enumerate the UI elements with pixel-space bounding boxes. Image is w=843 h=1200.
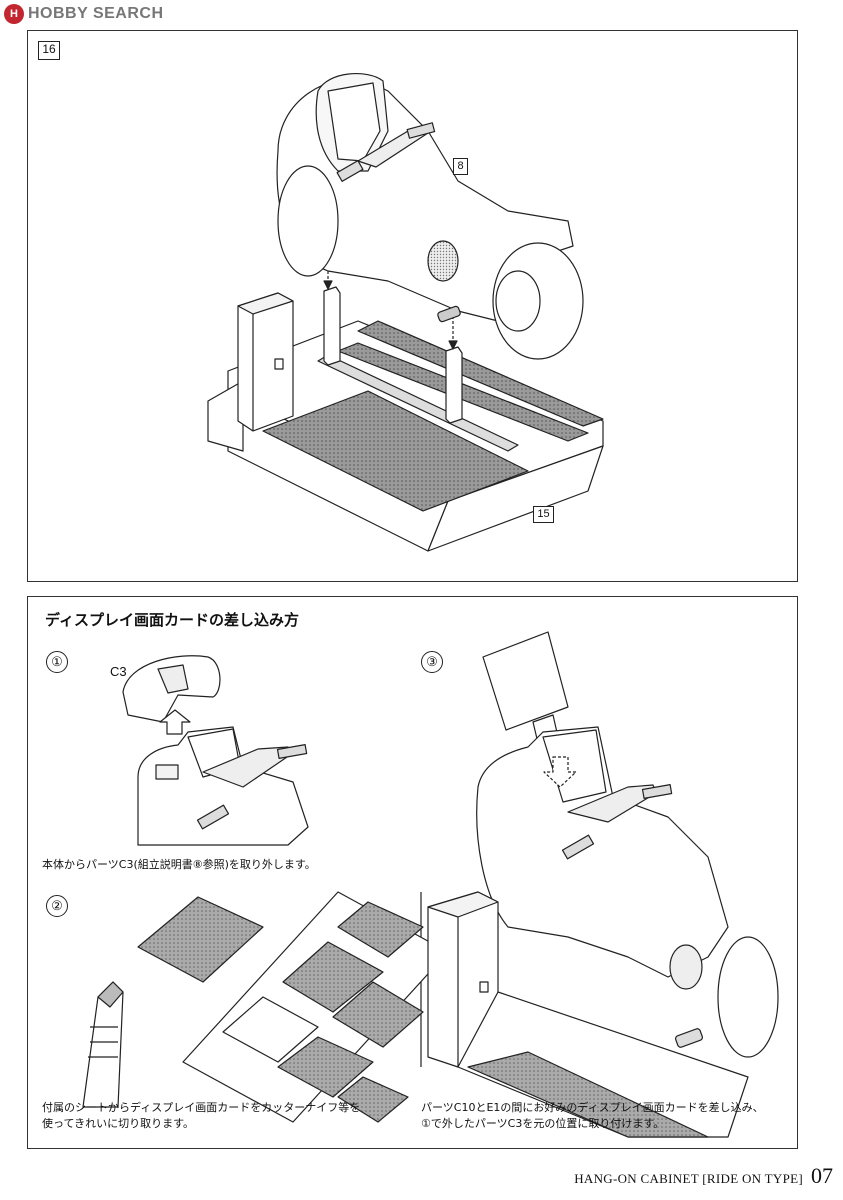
step-1-number: ① xyxy=(46,651,68,673)
coin-cabinet xyxy=(237,292,294,432)
instruction-illustrations xyxy=(82,631,779,1138)
section-heading: ディスプレイ画面カードの差し込み方 xyxy=(45,612,299,629)
page-footer: HANG-ON CABINET [RIDE ON TYPE] 07 xyxy=(574,1163,833,1189)
floor-mat xyxy=(262,390,529,512)
footer-title: HANG-ON CABINET [RIDE ON TYPE] xyxy=(574,1171,803,1186)
part-ref-15: 15 xyxy=(533,506,554,523)
cabinet-illustration xyxy=(207,72,604,552)
step-2-number: ② xyxy=(46,895,68,917)
step-number-box: 16 xyxy=(38,41,60,60)
page-number: 07 xyxy=(811,1163,833,1188)
step-3-number: ③ xyxy=(421,651,443,673)
support-post xyxy=(323,286,341,366)
step-1-caption: 本体からパーツC3(組立説明書⑧参照)を取り外します。 xyxy=(42,858,316,871)
logo-text: HOBBY SEARCH xyxy=(28,5,164,22)
step-3-caption-line2: ①で外したパーツC3を元の位置に取り付けます。 xyxy=(421,1117,665,1130)
step-2-caption-line2: 使ってきれいに切り取ります。 xyxy=(42,1117,195,1130)
assembly-step-panel: 16 8 15 xyxy=(27,30,798,582)
hobby-search-logo: H HOBBY SEARCH xyxy=(4,3,164,25)
c3-label: C3 xyxy=(110,664,127,679)
step-2-caption-line1: 付属のシートからディスプレイ画面カードをカッターナイフ等を xyxy=(42,1101,361,1114)
logo-mark-icon: H xyxy=(4,4,24,24)
step-3-caption-line1: パーツC10とE1の間にお好みのディスプレイ画面カードを差し込み、 xyxy=(421,1101,764,1114)
display-card-instructions-panel: ディスプレイ画面カードの差し込み方 ① C3 本体からパーツC3(組立説明書⑧参… xyxy=(27,596,798,1149)
display-card xyxy=(482,631,569,731)
part-ref-8: 8 xyxy=(453,158,468,175)
